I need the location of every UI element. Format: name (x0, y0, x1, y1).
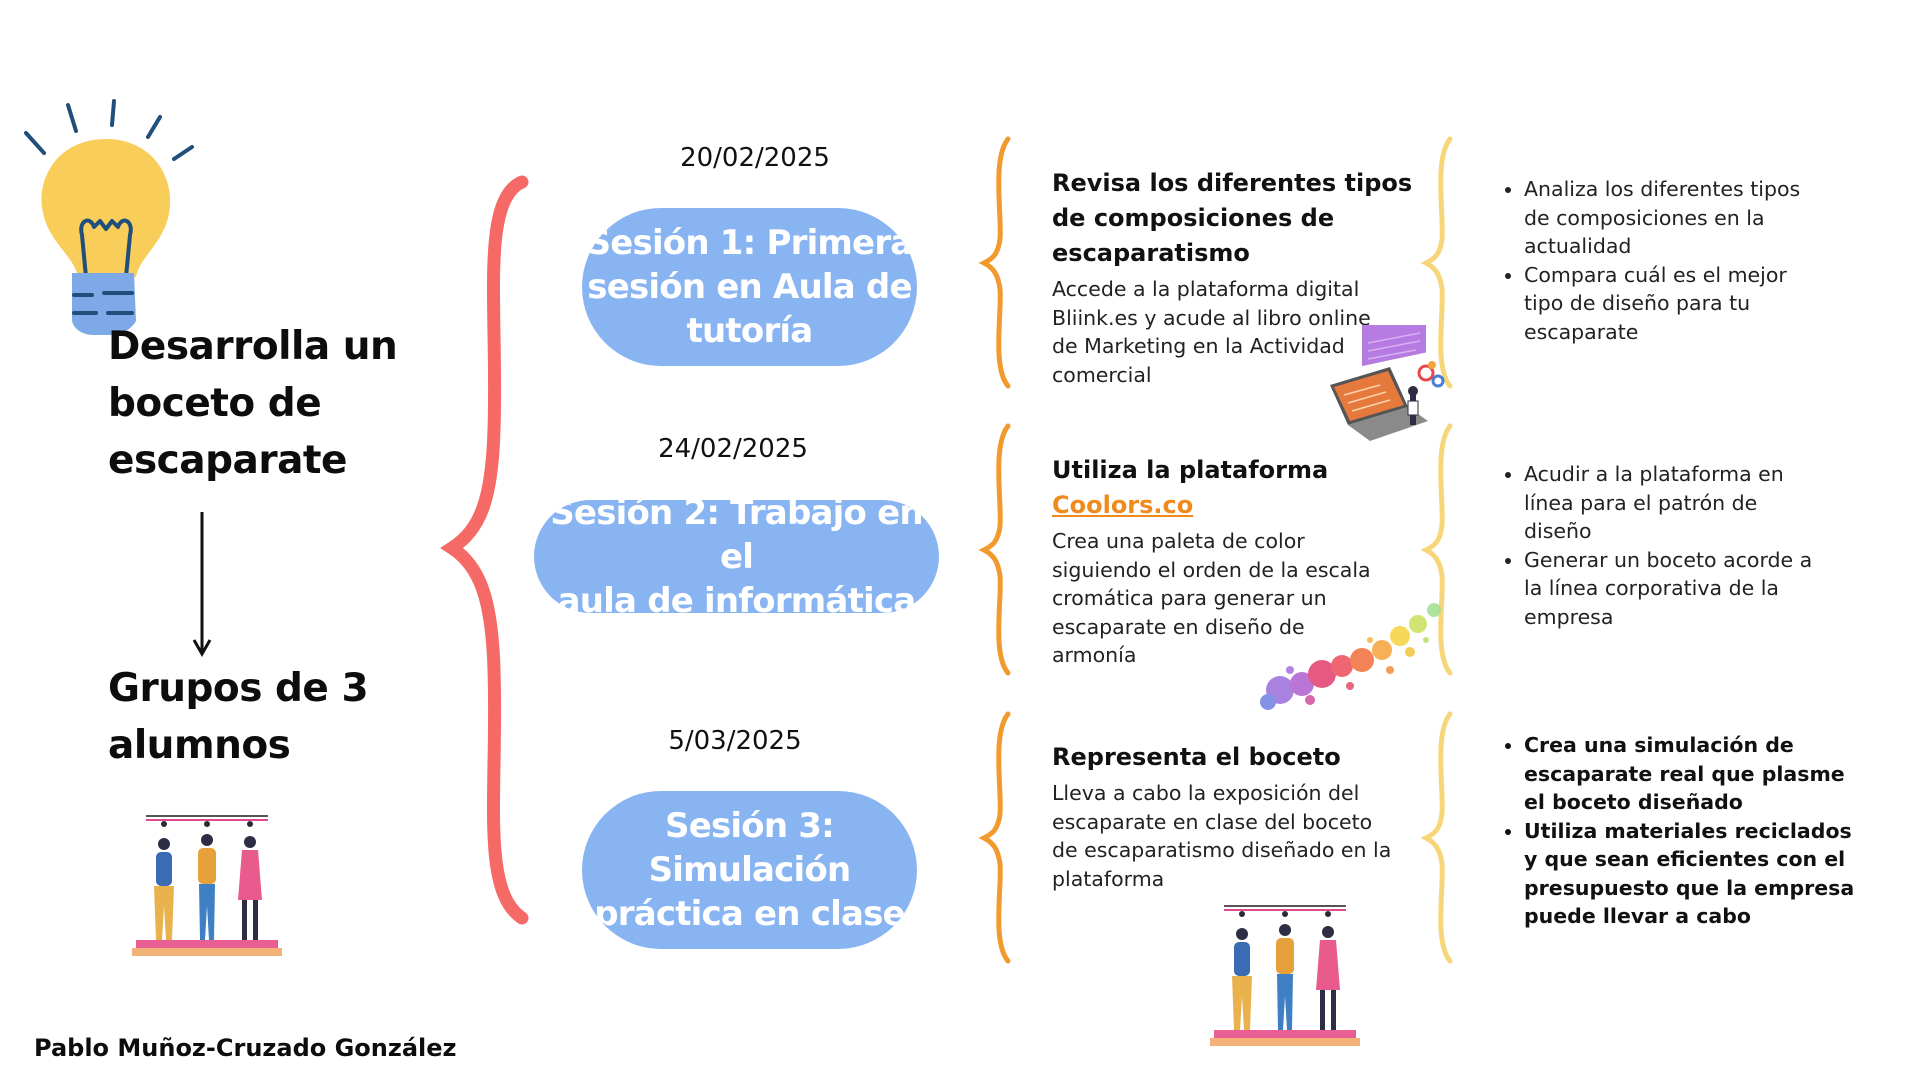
bullet-item: Acudir a la plataforma en línea para el … (1524, 460, 1842, 546)
bullet-line: de composiciones en la (1524, 205, 1765, 230)
task-desc-line: plataforma (1052, 866, 1165, 891)
bullet-line: Crea una simulación de (1524, 733, 1794, 757)
bullet-line: Analiza los diferentes tipos (1524, 177, 1801, 201)
session-date: 5/03/2025 (668, 726, 802, 756)
task-block: Revisa los diferentes tipos de composici… (1052, 166, 1432, 389)
laptop-illustration (1330, 325, 1445, 441)
bullet-item: Crea una simulación de escaparate real q… (1524, 731, 1862, 817)
pill-line: Sesión 1: Primera (586, 223, 914, 263)
pill-line: sesión en Aula de (587, 267, 912, 307)
arrow-down-icon (192, 512, 212, 658)
bullet-line: y que sean eficientes con el (1524, 847, 1846, 871)
task-block: Representa el boceto Lleva a cabo la exp… (1052, 740, 1432, 893)
task-desc-line: escaparate en diseño de (1052, 614, 1305, 639)
yellow-brace (1420, 136, 1453, 389)
bullet-line: Acudir a la plataforma en (1524, 462, 1784, 486)
yellow-brace (1420, 711, 1453, 964)
task-title-line: Revisa los diferentes tipos (1052, 169, 1413, 197)
orange-brace (978, 423, 1011, 676)
bullet-line: empresa (1524, 604, 1614, 629)
task-desc-line: comercial (1052, 362, 1152, 387)
bullet-line: Generar un boceto acorde a (1524, 547, 1813, 572)
bullet-item: Compara cuál es el mejor tipo de diseño … (1524, 261, 1842, 347)
bullet-line: el boceto diseñado (1524, 790, 1743, 814)
pill-line: aula de informática (557, 580, 917, 614)
bullet-item: Analiza los diferentes tipos de composic… (1524, 175, 1842, 261)
task-title-line: Utiliza la plataforma (1052, 456, 1329, 484)
big-brace (440, 175, 529, 925)
main-title: Desarrolla un boceto de escaparate (108, 318, 448, 489)
session-date: 20/02/2025 (680, 143, 830, 173)
session-pill: Sesión 3: Simulación práctica en clase (582, 791, 917, 949)
bullet-line: puede llevar a cabo (1524, 904, 1752, 928)
task-desc-line: armonía (1052, 643, 1137, 667)
bullet-line: línea para el patrón de (1524, 490, 1758, 515)
pill-line: Sesión 2: Trabajo en el (550, 500, 923, 577)
task-desc-line: Crea una paleta de color (1052, 529, 1305, 553)
bullet-line: escaparate real que plasme (1524, 761, 1845, 786)
task-desc-line: Lleva a cabo la exposición del (1052, 781, 1360, 805)
task-desc-line: Accede a la plataforma digital (1052, 277, 1360, 301)
task-desc-line: cromática para generar un (1052, 586, 1327, 610)
color-splash-illustration (1260, 603, 1441, 710)
bullet-line: Utiliza materiales reciclados (1524, 818, 1852, 843)
task-desc-line: siguiendo el orden de la escala (1052, 557, 1371, 582)
bullet-line: escaparate (1524, 319, 1639, 344)
task-description: Crea una paleta de color siguiendo el or… (1052, 527, 1432, 670)
task-desc-line: de Marketing en la Actividad (1052, 334, 1345, 358)
bullet-line: tipo de diseño para tu (1524, 291, 1751, 315)
mannequins-illustration (132, 815, 282, 956)
bullet-item: Generar un boceto acorde a la línea corp… (1524, 546, 1842, 632)
task-description: Accede a la plataforma digital Bliink.es… (1052, 275, 1432, 389)
session-pill: Sesión 1: Primera sesión en Aula de tuto… (582, 208, 917, 366)
task-title: Representa el boceto (1052, 740, 1432, 775)
lightbulb-icon (24, 99, 194, 335)
task-title-line: escaparatismo (1052, 239, 1250, 267)
task-desc-line: escaparate en clase del boceto (1052, 809, 1373, 834)
yellow-brace (1420, 423, 1453, 676)
pill-line: Sesión 3: (665, 806, 835, 846)
orange-brace (978, 136, 1011, 389)
bullet-block: Analiza los diferentes tipos de composic… (1502, 175, 1842, 346)
task-block: Utiliza la plataforma Coolors.co Crea un… (1052, 453, 1432, 670)
main-title-line: boceto de (108, 381, 322, 426)
groups-title-line: Grupos de 3 (108, 666, 369, 711)
groups-title: Grupos de 3 alumnos (108, 660, 448, 774)
pill-line: Simulación (648, 850, 852, 890)
task-title-line: de composiciones de (1052, 204, 1335, 232)
bullet-line: Compara cuál es el mejor (1524, 262, 1787, 287)
bullet-line: la línea corporativa de la (1524, 576, 1779, 600)
bullet-line: diseño (1524, 519, 1592, 543)
task-title: Utiliza la plataforma Coolors.co (1052, 453, 1432, 523)
session-pill: Sesión 2: Trabajo en el aula de informát… (534, 500, 939, 613)
task-desc-line: Bliink.es y acude al libro online (1052, 305, 1371, 330)
bullet-line: presupuesto que la empresa (1524, 875, 1855, 900)
bullet-line: actualidad (1524, 234, 1632, 258)
task-desc-line: de escaparatismo diseñado en la (1052, 838, 1392, 862)
mannequins-illustration (1210, 905, 1360, 1046)
bullet-block: Crea una simulación de escaparate real q… (1502, 731, 1862, 931)
task-title: Revisa los diferentes tipos de composici… (1052, 166, 1432, 271)
bullet-item: Utiliza materiales reciclados y que sean… (1524, 817, 1862, 931)
session-date: 24/02/2025 (658, 434, 808, 464)
coolors-link[interactable]: Coolors.co (1052, 491, 1194, 519)
task-description: Lleva a cabo la exposición del escaparat… (1052, 779, 1432, 893)
author-name: Pablo Muñoz-Cruzado González (34, 1034, 457, 1062)
pill-line: tutoría (686, 311, 814, 351)
main-title-line: Desarrolla un (108, 324, 398, 369)
orange-brace (978, 711, 1011, 964)
groups-title-line: alumnos (108, 723, 291, 768)
pill-line: práctica en clase (594, 894, 905, 934)
main-title-line: escaparate (108, 438, 347, 483)
task-title-line: Representa el boceto (1052, 743, 1341, 771)
bullet-block: Acudir a la plataforma en línea para el … (1502, 460, 1842, 631)
